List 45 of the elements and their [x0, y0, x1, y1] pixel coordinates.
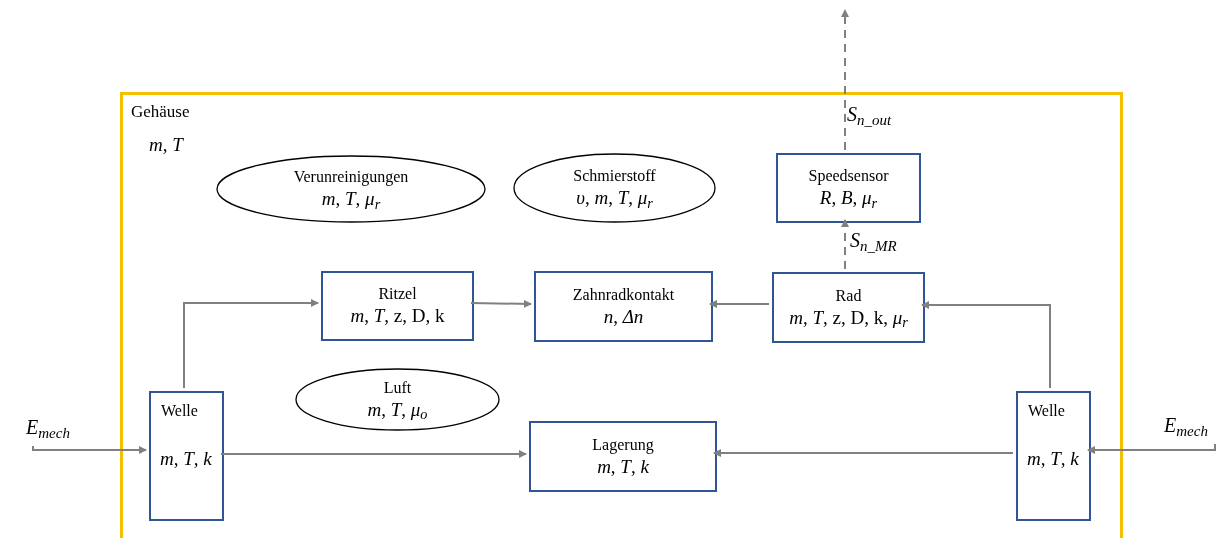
component-box [321, 271, 474, 341]
arrow [32, 445, 147, 454]
arrow [220, 450, 527, 458]
parameter-list: m, T, z, D, k [350, 304, 445, 328]
arrow [841, 9, 849, 151]
node-title: Schmierstoff [573, 166, 656, 187]
housing-frame [120, 92, 1123, 538]
component-box [1016, 391, 1091, 521]
arrow [1087, 443, 1216, 454]
energy-input-label: E$_{mech}$ [1150, 410, 1222, 444]
medium-ellipse [295, 368, 500, 431]
node-title: Welle [161, 401, 199, 421]
node-title: Lagerung [592, 434, 654, 455]
parameter-list: m, T, z, D, k, μ$_{r}$ [789, 305, 908, 330]
housing-parameters: m, T [149, 133, 183, 157]
parameter-list: m, T, μ$_{r}$ [321, 187, 381, 211]
parameter-list: m, T, k [597, 454, 649, 479]
arrow [841, 219, 849, 270]
parameter-list: υ, m, T, μ$_{r}$ [576, 186, 653, 210]
energy-input-label: E$_{mech}$ [8, 412, 88, 446]
node-title: Verunreinigungen [293, 167, 409, 188]
arrow [713, 449, 1014, 457]
component-box [776, 153, 921, 223]
arrow [709, 300, 770, 308]
parameter-list: m, T, k [1027, 445, 1089, 474]
component-box [772, 272, 925, 343]
arrow [183, 299, 319, 389]
component-box [149, 391, 224, 521]
component-box [534, 271, 713, 342]
node-title: Speedsensor [808, 166, 889, 187]
arrow [470, 299, 532, 308]
node-title: Zahnradkontakt [572, 284, 675, 305]
arrow [921, 301, 1051, 389]
parameter-list: m, T, μ$_{o}$ [367, 397, 428, 422]
medium-ellipse [216, 155, 486, 223]
node-title: Rad [835, 285, 862, 306]
component-box [529, 421, 717, 492]
parameter-list: m, T, k [160, 445, 222, 474]
parameter-list: R, B, μ$_{r}$ [819, 186, 878, 210]
housing-title: Gehäuse [131, 101, 190, 123]
node-title: Luft [383, 377, 412, 398]
medium-ellipse [513, 153, 716, 223]
parameter-list: n, Δn [603, 304, 644, 329]
node-title: Welle [1028, 401, 1066, 421]
node-title: Ritzel [378, 284, 417, 305]
